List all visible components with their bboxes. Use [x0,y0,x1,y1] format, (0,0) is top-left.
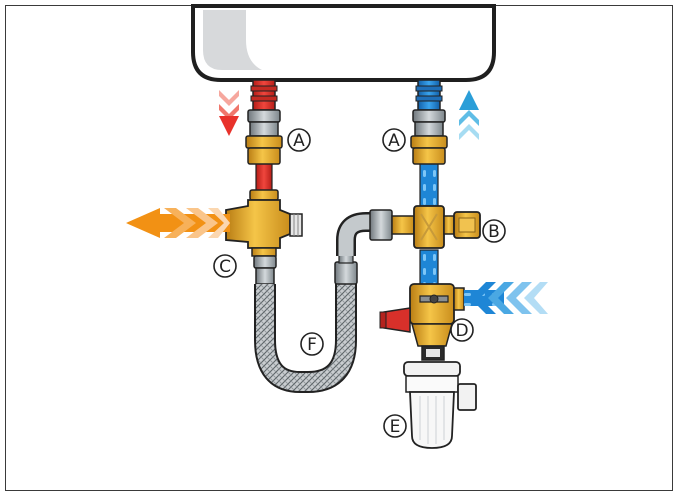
label-e: E [383,414,407,438]
union-fitting-a-right [410,109,448,165]
cold-inflow-arrow-icon [464,282,548,314]
union-fitting-a-left [245,109,283,165]
svg-text:B: B [488,222,500,242]
flexible-hose-f [253,212,374,393]
svg-text:C: C [219,257,231,277]
mixed-outflow-arrow-icon [126,208,230,238]
thermostatic-mixing-valve-c [225,189,303,257]
svg-text:A: A [293,131,305,151]
water-heater-tank [191,4,496,82]
cold-flow-arrow-icon [459,90,479,140]
svg-text:F: F [307,335,317,355]
label-a-left: A [287,128,311,152]
svg-text:D: D [455,321,468,341]
drain-siphon-e [403,361,477,449]
label-b: B [482,219,506,243]
label-c: C [213,254,237,278]
tee-fitting-b [369,205,481,249]
label-f: F [300,332,324,356]
safety-valve-d [379,283,465,361]
svg-text:E: E [390,417,401,437]
hot-flow-arrow-icon [219,90,239,136]
label-a-right: A [382,128,406,152]
label-d: D [450,318,474,342]
svg-text:A: A [388,131,400,151]
